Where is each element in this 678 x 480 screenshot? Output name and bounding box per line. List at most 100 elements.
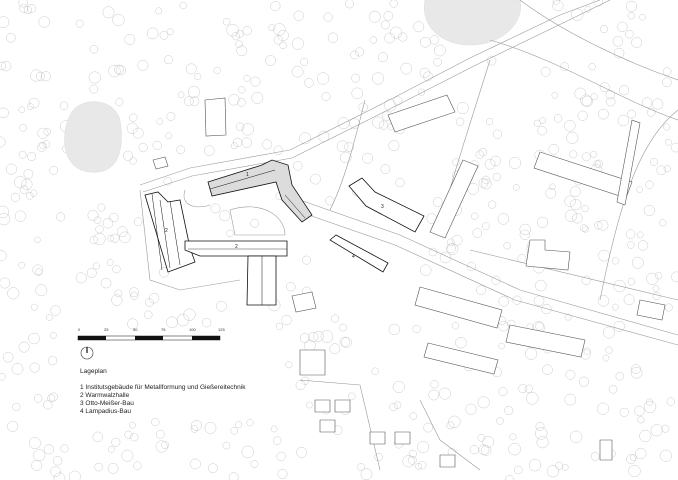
tree-icon — [476, 285, 486, 295]
scale-tick: 125 — [218, 327, 225, 332]
tree-icon — [407, 455, 417, 465]
tree-icon — [0, 205, 9, 219]
tree-icon — [29, 437, 41, 449]
tree-icon — [23, 169, 34, 179]
tree-icon — [380, 164, 391, 174]
tree-icon — [275, 322, 283, 330]
tree-icon — [161, 441, 170, 449]
tree-icon — [302, 255, 311, 265]
tree-icon — [666, 397, 675, 406]
tree-icon — [659, 449, 672, 462]
tree-icon — [204, 145, 215, 156]
legend-item: 2 Warmwalzhalle — [80, 392, 130, 399]
tree-icon — [0, 16, 10, 28]
tree-icon — [551, 92, 558, 99]
tree-icon — [537, 125, 547, 136]
tree-icon — [12, 402, 21, 411]
building-2-west — [144, 191, 196, 273]
tree-icon — [291, 37, 304, 50]
tree-icon — [299, 132, 311, 145]
tree-icon — [384, 99, 397, 112]
tree-icon — [272, 436, 282, 445]
tree-icon — [455, 337, 467, 349]
tree-icon — [636, 231, 644, 239]
tree-icon — [565, 369, 576, 380]
tree-icon — [26, 103, 34, 110]
tree-icon — [305, 401, 313, 409]
tree-icon — [598, 249, 610, 262]
tree-icon — [60, 444, 69, 453]
tree-icon — [509, 433, 517, 441]
tree-icon — [250, 76, 261, 87]
tree-icon — [183, 308, 196, 321]
tree-icon — [611, 257, 620, 265]
tree-icon — [535, 421, 545, 431]
tree-icon — [448, 415, 461, 428]
tree-icon — [572, 212, 583, 224]
scale-tick: 50 — [133, 327, 138, 332]
tree-icon — [133, 461, 142, 470]
tree-icon — [555, 461, 564, 470]
tree-icon — [383, 11, 394, 21]
building-4 — [329, 234, 389, 273]
tree-icon — [652, 292, 661, 300]
tree-icon — [581, 204, 589, 212]
tree-icon — [482, 436, 495, 448]
tree-icon — [400, 62, 413, 75]
tree-icon — [34, 394, 43, 403]
tree-icon — [164, 55, 173, 65]
scale-tick: 100 — [189, 327, 196, 332]
tree-icon — [402, 455, 415, 468]
tree-icon — [183, 96, 194, 106]
tree-icon — [43, 444, 54, 455]
tree-icon — [645, 180, 654, 189]
legend-item: 4 Lampadius-Bau — [80, 408, 131, 415]
tree-icon — [552, 0, 560, 5]
tree-icon — [50, 466, 61, 477]
tree-icon — [112, 13, 125, 27]
tree-icon — [242, 26, 252, 36]
tree-icon — [7, 287, 20, 300]
tree-icon — [491, 275, 501, 285]
tree-icon — [480, 178, 492, 190]
tree-icon — [566, 131, 579, 144]
tree-icon — [469, 445, 479, 455]
tree-icon — [52, 456, 63, 466]
tree-icon — [323, 12, 333, 22]
tree-icon — [393, 96, 403, 106]
tree-icon — [187, 85, 200, 98]
tree-icon — [446, 243, 456, 254]
tree-icon — [627, 241, 635, 249]
tree-icon — [514, 465, 523, 475]
tree-icon — [360, 468, 373, 480]
tree-icon — [623, 294, 635, 305]
tree-icon — [631, 364, 641, 374]
tree-icon — [300, 333, 311, 344]
tree-icon — [646, 272, 659, 285]
tree-icon — [0, 373, 6, 381]
tree-icon — [86, 268, 97, 278]
tree-icon — [250, 218, 260, 228]
tree-icon — [202, 318, 212, 328]
tree-icon — [663, 165, 671, 173]
tree-icon — [37, 142, 47, 152]
tree-icon — [189, 96, 200, 106]
tree-icon — [351, 73, 361, 83]
tree-icon — [148, 293, 160, 304]
tree-icon — [625, 30, 634, 39]
tree-icon — [560, 62, 569, 71]
tree-icon — [517, 254, 527, 264]
scale-tick: 0 — [78, 327, 81, 332]
tree-icon — [498, 387, 508, 397]
scale-tick: 25 — [104, 327, 109, 332]
tree-icon — [390, 26, 403, 39]
tree-icon — [108, 446, 115, 453]
tree-icon — [35, 284, 48, 297]
tree-icon — [451, 234, 463, 246]
tree-icon — [578, 376, 589, 387]
tree-icon — [87, 209, 99, 221]
tree-icon — [112, 265, 121, 274]
tree-icon — [102, 6, 115, 19]
tree-icon — [533, 119, 541, 127]
tree-icon — [577, 110, 588, 121]
